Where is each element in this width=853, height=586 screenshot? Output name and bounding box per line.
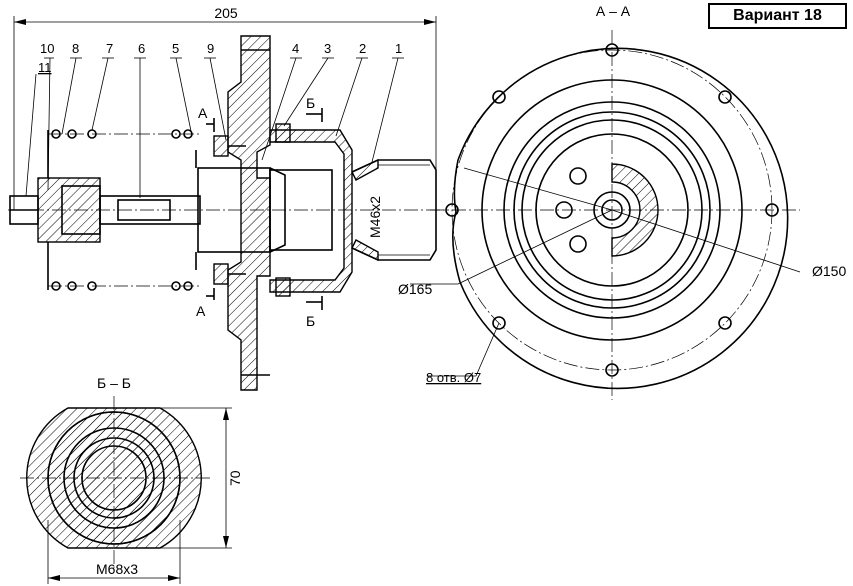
dim-205-text: 205 bbox=[214, 5, 238, 21]
housing-cup bbox=[269, 129, 353, 293]
dim-165-text: Ø165 bbox=[398, 281, 432, 297]
section-bb-title: Б – Б bbox=[97, 375, 131, 391]
section-aa-view: А – А bbox=[398, 3, 846, 400]
callout-9: 9 bbox=[207, 41, 214, 56]
flange-part-4 bbox=[227, 35, 271, 391]
inner-hatched-ring bbox=[611, 163, 659, 257]
section-aa-title: А – А bbox=[596, 3, 631, 19]
section-mark-a-bottom: А bbox=[196, 303, 206, 319]
spring-part-7 bbox=[48, 129, 200, 291]
seal-top bbox=[275, 123, 291, 143]
bolt-holes bbox=[445, 43, 779, 377]
section-mark-b-bottom: Б bbox=[306, 313, 315, 329]
callout-7: 7 bbox=[106, 41, 113, 56]
callout-11: 11 bbox=[38, 60, 52, 75]
callout-1: 1 bbox=[395, 41, 402, 56]
callout-10: 10 bbox=[40, 41, 54, 56]
spring-cap-part-8 bbox=[37, 177, 101, 243]
callout-8: 8 bbox=[72, 41, 79, 56]
dim-150-text: Ø150 bbox=[812, 263, 846, 279]
thread-m68-text: M68x3 bbox=[96, 561, 138, 577]
section-mark-b-top: Б bbox=[306, 95, 315, 111]
section-bb-view: Б – Б 70 M68x3 bbox=[20, 375, 243, 584]
section-mark-a-top: А bbox=[198, 105, 208, 121]
callout-5: 5 bbox=[172, 41, 179, 56]
dim-70-text: 70 bbox=[227, 470, 243, 486]
thread-m46-text: M46x2 bbox=[367, 196, 383, 238]
piston-body bbox=[197, 167, 271, 253]
seal-bottom bbox=[275, 277, 291, 297]
outer-flange-edge bbox=[457, 47, 789, 390]
callout-4: 4 bbox=[292, 41, 299, 56]
variant-label: Вариант 18 bbox=[708, 3, 847, 29]
callout-3: 3 bbox=[324, 41, 331, 56]
callout-6: 6 bbox=[138, 41, 145, 56]
main-view: 205 M46x2 bbox=[8, 5, 446, 391]
holes-text: 8 отв. Ø7 bbox=[426, 370, 481, 385]
bolt-circle bbox=[451, 49, 773, 371]
callout-2: 2 bbox=[359, 41, 366, 56]
